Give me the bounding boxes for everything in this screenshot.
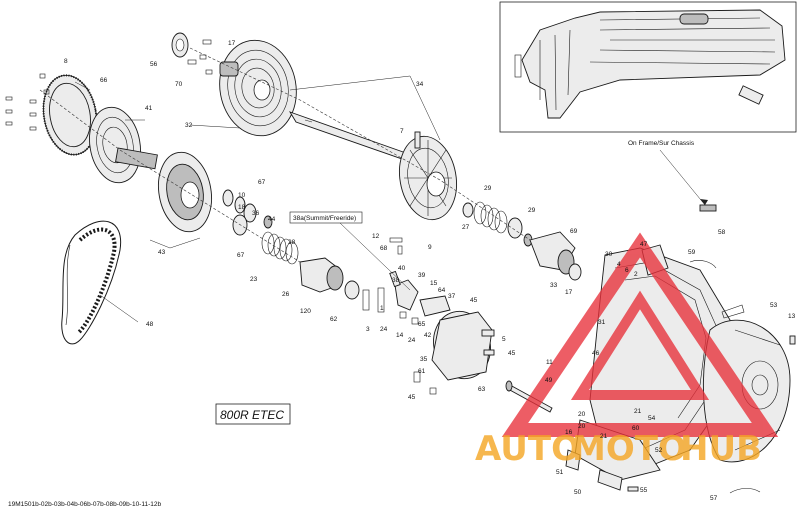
callout-46: 46: [592, 350, 600, 357]
tensioner-assembly: [362, 237, 553, 413]
callout-45c: 45: [408, 394, 416, 401]
drive-pulley-assembly: [5, 73, 360, 300]
callout-43: 43: [158, 249, 166, 256]
callout-37: 37: [448, 293, 456, 300]
watermark-part-2: MOTO: [572, 429, 687, 469]
callout-7: 7: [400, 128, 404, 135]
callout-33: 33: [550, 282, 558, 289]
callouts: 8 66 41 56 17 70 32 34 7 67 10 18 36 44 …: [64, 40, 796, 502]
callout-14: 14: [396, 332, 404, 339]
callout-60: 60: [632, 425, 640, 432]
callout-58: 58: [718, 229, 726, 236]
callout-70: 70: [175, 81, 183, 88]
callout-47: 47: [640, 241, 648, 248]
watermark-text: AUTO MOTO HUB: [475, 429, 762, 469]
callout-35: 35: [420, 356, 428, 363]
callout-34: 34: [416, 81, 424, 88]
callout-40: 40: [398, 265, 406, 272]
callout-54: 54: [648, 415, 656, 422]
callout-21b: 21: [600, 433, 608, 440]
variant-box: [289, 211, 363, 224]
callout-48: 48: [146, 321, 154, 328]
callout-63: 63: [478, 386, 486, 393]
callout-17: 17: [228, 40, 236, 47]
watermark-part-3: HUB: [680, 429, 762, 469]
callout-39: 39: [418, 272, 426, 279]
document-id: 19M1501b-02b-03b-04b-06b-07b-08b-09b-10-…: [8, 501, 161, 508]
callout-49: 49: [545, 377, 553, 384]
callout-68: 68: [380, 245, 388, 252]
callout-31: 31: [598, 319, 606, 326]
callout-29a: 29: [484, 185, 492, 192]
callout-8: 8: [64, 58, 68, 65]
frame-label: On Frame/Sur Chassis: [628, 140, 695, 147]
callout-57: 57: [710, 495, 718, 502]
watermark-logo: [501, 232, 779, 437]
callout-11: 11: [546, 359, 553, 366]
callout-9: 9: [428, 244, 432, 251]
callout-20a: 20: [578, 411, 586, 418]
callout-38: 38: [392, 277, 400, 284]
callout-59: 59: [688, 249, 696, 256]
callout-61: 61: [418, 368, 426, 375]
callout-41: 41: [145, 105, 153, 112]
callout-28: 28: [288, 239, 296, 246]
callout-20b: 20: [578, 423, 586, 430]
callout-67: 67: [258, 179, 266, 186]
callout-24a: 24: [380, 326, 388, 333]
callout-21a: 21: [634, 408, 642, 415]
variant-label: 38a(Summit/Freeride): [293, 215, 356, 222]
callout-65: 65: [418, 321, 426, 328]
callout-56: 56: [150, 61, 158, 68]
callout-69: 69: [570, 228, 578, 235]
callout-1: 1: [380, 305, 384, 312]
model-box: [215, 403, 291, 425]
callout-62: 62: [330, 316, 338, 323]
callout-18: 18: [238, 204, 246, 211]
callout-15: 15: [430, 280, 438, 287]
callout-66: 66: [100, 77, 108, 84]
callout-3: 3: [366, 326, 370, 333]
callout-13: 13: [788, 313, 796, 320]
callout-10: 10: [238, 192, 246, 199]
callout-29b: 29: [528, 207, 536, 214]
callout-55: 55: [640, 487, 648, 494]
callout-26: 26: [282, 291, 290, 298]
frame-inset: [499, 1, 797, 133]
callout-12: 12: [372, 233, 380, 240]
callout-6: 6: [625, 267, 629, 274]
callout-23: 23: [250, 276, 258, 283]
callout-53: 53: [770, 302, 778, 309]
callout-30: 30: [605, 251, 613, 258]
callout-44: 44: [268, 216, 276, 223]
leader-lines: [39, 47, 531, 323]
callout-36: 36: [252, 210, 260, 217]
callout-67b: 67: [237, 252, 245, 259]
callout-42: 42: [424, 332, 432, 339]
callout-32: 32: [185, 122, 193, 129]
callout-24b: 24: [408, 337, 416, 344]
watermark-part-1: AUTO: [475, 429, 580, 469]
driven-pulley-assembly: [171, 32, 582, 281]
callout-16: 16: [565, 429, 573, 436]
callout-45a: 45: [470, 297, 478, 304]
callout-64: 64: [438, 287, 446, 294]
callout-4: 4: [617, 261, 621, 268]
callout-2: 2: [634, 271, 638, 278]
callout-50: 50: [574, 489, 582, 496]
callout-45b: 45: [508, 350, 516, 357]
model-label: 800R ETEC: [220, 408, 284, 422]
callout-52: 52: [655, 447, 663, 454]
callout-120: 120: [300, 308, 311, 315]
callout-17b: 17: [565, 289, 573, 296]
callout-51: 51: [556, 469, 564, 476]
callout-27: 27: [462, 224, 470, 231]
callout-5: 5: [502, 336, 506, 343]
drive-belt: [61, 220, 122, 345]
